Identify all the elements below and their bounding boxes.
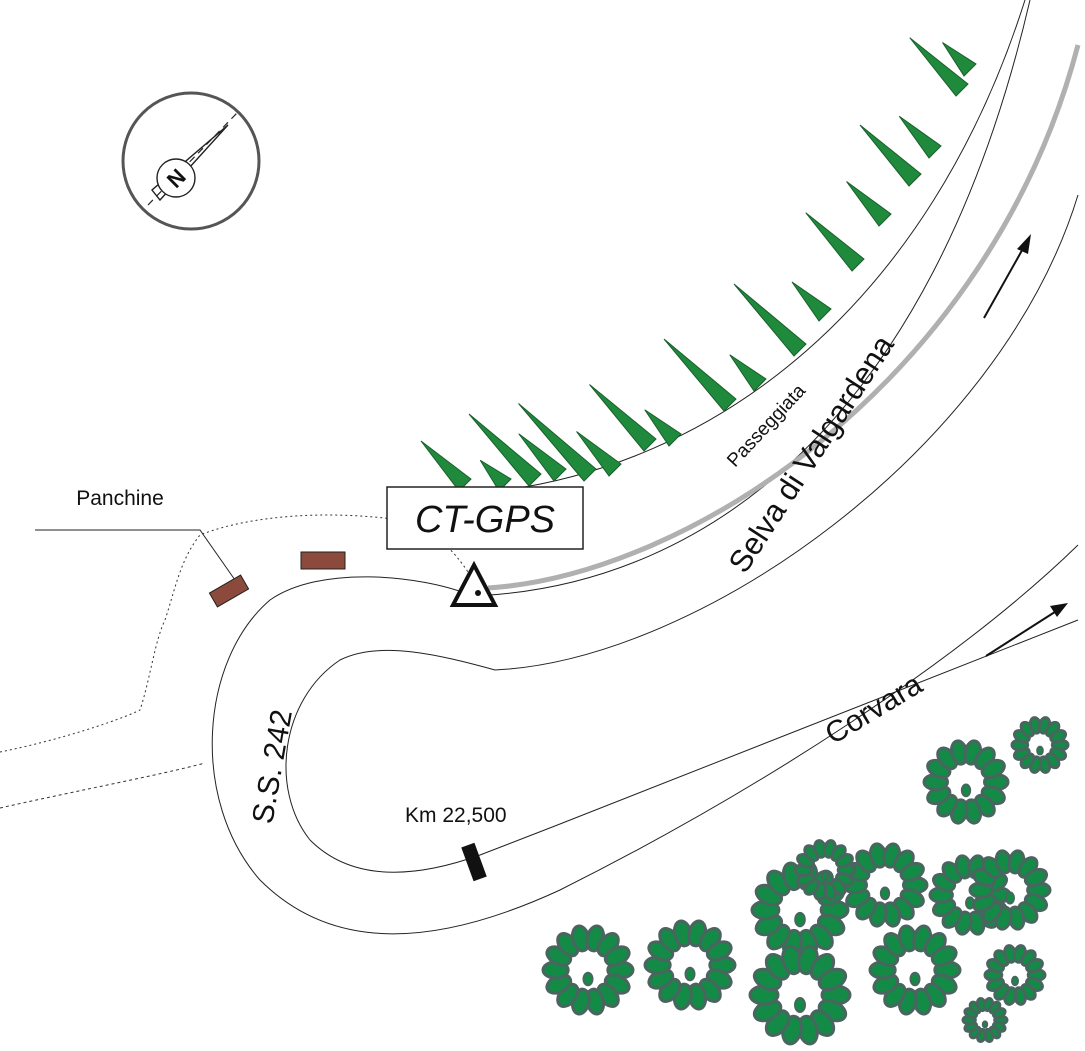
station-label-box xyxy=(386,486,584,550)
conifer-icon xyxy=(644,409,682,447)
conifer-icon xyxy=(909,37,969,97)
benches-leader-line xyxy=(35,529,236,581)
compass-center xyxy=(156,158,196,198)
direction-arrow-corvara-icon xyxy=(985,603,1068,657)
tree-cluster xyxy=(541,716,1070,1046)
compass-axis xyxy=(147,112,238,206)
trail-south xyxy=(0,762,206,809)
tree-icon xyxy=(841,842,929,928)
tree-icon xyxy=(983,944,1047,1006)
tree-icon xyxy=(793,839,857,901)
compass-needle-icon xyxy=(151,124,229,202)
bench-2 xyxy=(300,551,346,570)
compass-ring xyxy=(121,91,261,231)
conifer-icon xyxy=(898,115,942,159)
conifer-icon xyxy=(663,338,737,412)
conifer-icon xyxy=(733,283,807,357)
conifer-icon xyxy=(859,124,922,187)
road-upper-inner-edge xyxy=(489,0,1031,596)
station-label: CT-GPS xyxy=(415,499,555,541)
conifer-row xyxy=(420,37,977,492)
conifer-icon xyxy=(576,431,622,477)
compass-rose: N xyxy=(121,91,261,231)
conifer-icon xyxy=(468,413,542,487)
gps-station-marker-icon[interactable] xyxy=(449,560,499,607)
conifer-icon xyxy=(518,403,597,482)
road-lower-label: Corvara xyxy=(820,668,929,751)
trail-north xyxy=(0,514,471,753)
conifer-icon xyxy=(518,433,567,482)
tree-icon xyxy=(1010,716,1070,774)
road-upper-lower-edge xyxy=(494,194,1079,671)
conifer-icon xyxy=(420,440,472,492)
conifer-icon xyxy=(805,212,865,272)
tree-icon xyxy=(968,849,1052,931)
footpath-passeggiata xyxy=(487,44,1081,591)
bench-1 xyxy=(208,574,250,608)
tree-icon xyxy=(541,924,635,1016)
conifer-icon xyxy=(942,42,977,77)
conifer-icon xyxy=(589,384,657,452)
tree-icon xyxy=(961,996,1009,1044)
tree-icon xyxy=(748,944,852,1046)
conifer-icon xyxy=(729,354,767,392)
km-marker xyxy=(461,842,487,882)
road-name-label: S.S. 242 xyxy=(246,707,298,826)
direction-arrow-selva-icon xyxy=(983,234,1031,319)
road-ss242-outer-edge xyxy=(211,544,1079,935)
conifer-icon xyxy=(846,181,892,227)
benches-label: Panchine xyxy=(76,487,164,510)
tree-icon xyxy=(643,919,737,1011)
km-marker-label: Km 22,500 xyxy=(405,804,507,827)
conifer-icon xyxy=(479,459,512,492)
conifer-icon xyxy=(791,281,832,322)
tree-icon xyxy=(868,924,962,1016)
tree-icon xyxy=(922,739,1010,825)
